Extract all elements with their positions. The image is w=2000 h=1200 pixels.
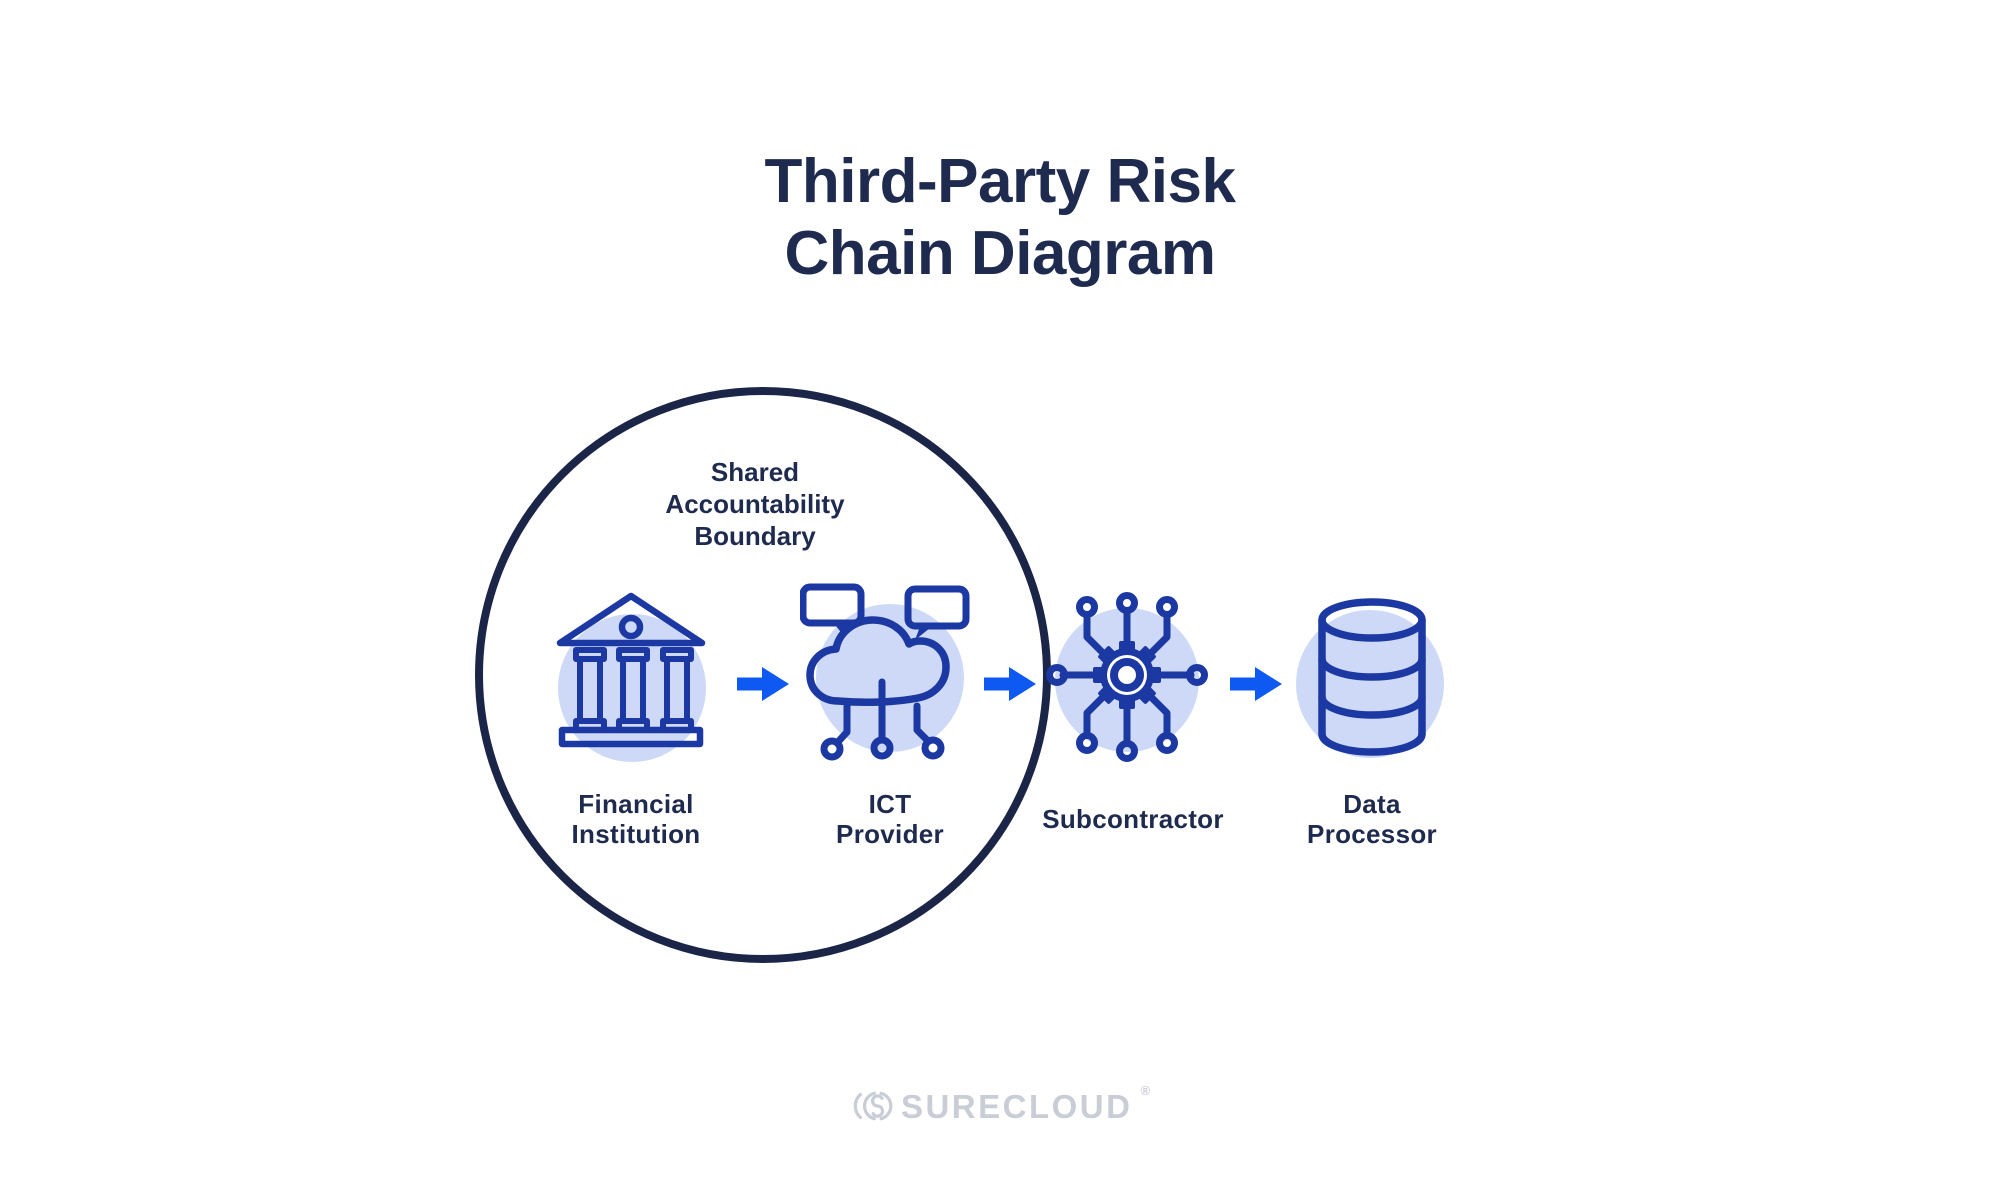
page-title-line-1: Third-Party Risk: [764, 147, 1236, 216]
boundary-label-line-3: Boundary: [694, 521, 816, 551]
ict-provider-label: ICT Provider: [836, 789, 944, 849]
arrow-right-icon: [1230, 667, 1282, 701]
surecloud-mark-icon: [853, 1091, 893, 1121]
gear-network-icon: [1046, 592, 1208, 762]
bank-icon: [556, 592, 706, 748]
arrow-right-icon: [737, 667, 789, 701]
page-title: Third-Party Risk Chain Diagram: [0, 146, 2000, 290]
shared-accountability-boundary-label: Shared Accountability Boundary: [575, 456, 935, 552]
surecloud-logo: SURECLOUD ®: [850, 1083, 1151, 1127]
boundary-label-line-1: Shared: [710, 457, 800, 487]
cloud-circuit-icon: [800, 583, 970, 761]
data-processor-label: Data Processor: [1307, 789, 1437, 849]
arrow-right-icon: [984, 667, 1036, 701]
boundary-label-line-2: Accountability: [665, 489, 845, 519]
registered-trademark-symbol: ®: [1140, 1083, 1151, 1098]
page-title-line-2: Chain Diagram: [784, 219, 1216, 288]
database-icon: [1318, 598, 1426, 756]
financial-institution-label: Financial Institution: [571, 789, 701, 849]
surecloud-wordmark: SURECLOUD: [900, 1087, 1133, 1125]
subcontractor-label: Subcontractor: [1042, 804, 1224, 834]
